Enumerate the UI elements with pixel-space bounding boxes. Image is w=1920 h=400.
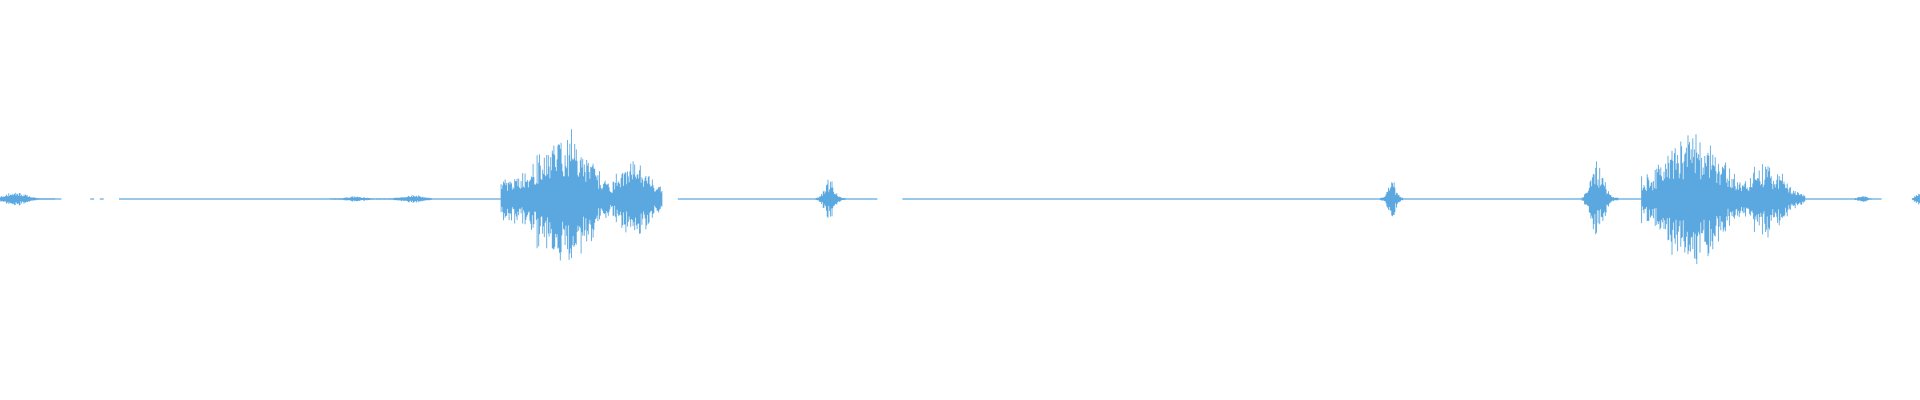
- waveform-samples: [1581, 161, 1619, 235]
- waveform-samples: [1854, 196, 1872, 202]
- waveform-burst: [1641, 134, 1806, 264]
- waveform-blip: [1854, 196, 1872, 202]
- waveform-burst: [500, 129, 663, 261]
- waveform-blip: [1911, 193, 1920, 205]
- waveform-samples: [0, 192, 56, 206]
- waveform-blip: [375, 195, 432, 203]
- waveform-samples: [815, 179, 846, 218]
- waveform-samples: [329, 196, 377, 202]
- waveform-samples: [500, 129, 663, 261]
- waveform-blip: [329, 196, 377, 202]
- waveform-samples: [1911, 193, 1920, 205]
- waveform-blip: [1581, 161, 1619, 235]
- waveform-samples: [1641, 134, 1806, 264]
- waveform-samples: [1380, 182, 1404, 217]
- waveform-blip: [815, 179, 846, 218]
- waveform-blip: [1380, 182, 1404, 217]
- waveform-samples: [375, 195, 432, 203]
- waveform-blip: [0, 192, 56, 206]
